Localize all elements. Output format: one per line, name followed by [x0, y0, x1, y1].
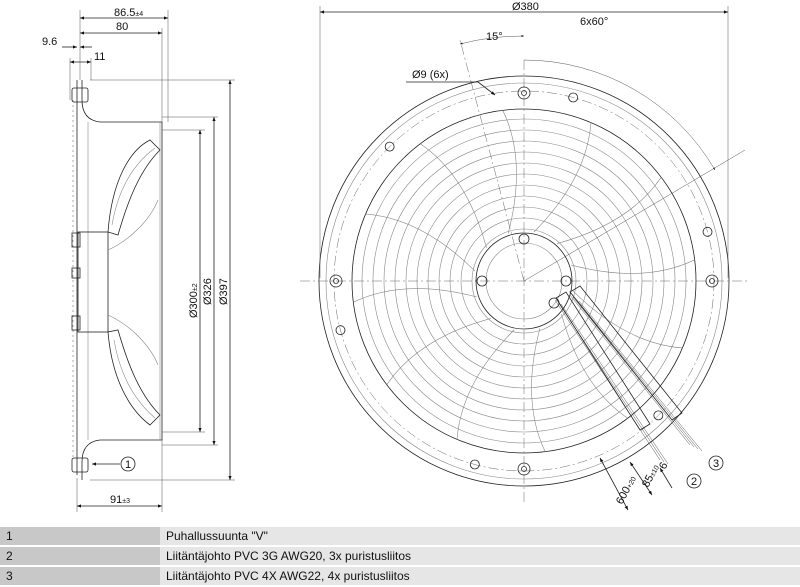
dim-cable-short: 85±10: [640, 463, 662, 490]
guard-screw-center: [709, 278, 715, 284]
mounting-hole: [568, 92, 579, 103]
motor-hub-inner: [485, 242, 563, 320]
guard-spoke: [420, 143, 487, 248]
dim-offset: 11: [94, 51, 105, 63]
mounting-hole: [335, 325, 346, 336]
cable-3: [578, 300, 703, 452]
dim-depth: 80: [116, 21, 128, 33]
guard-spoke: [533, 122, 592, 233]
guard-screw-center: [521, 90, 527, 96]
mounting-hole: [653, 410, 664, 421]
cable-3: [575, 298, 699, 450]
hub-screw: [518, 233, 530, 245]
guard-spoke: [571, 259, 695, 274]
guard-spoke: [561, 314, 628, 419]
mounting-hole: [702, 226, 713, 237]
guard-spoke: [365, 213, 476, 272]
callout-1: 1: [125, 459, 131, 471]
guard-spoke: [456, 329, 515, 440]
guard-screw: [329, 274, 343, 288]
motor-hub: [475, 232, 573, 330]
dim-hole: Ø9 (6x): [412, 69, 449, 81]
dim-flange: 9.6: [42, 36, 57, 48]
guard-spoke: [353, 288, 477, 303]
dim-strip: 6: [657, 460, 670, 471]
dim-angle: 15°: [486, 31, 503, 43]
guard-spoke: [502, 110, 517, 234]
dim-d397: Ø397: [218, 278, 230, 305]
hub-screw: [560, 275, 572, 287]
dim-d380: Ø380: [512, 1, 539, 13]
dim-bottom: 91±3: [110, 494, 130, 506]
dim-d326: Ø326: [202, 278, 214, 305]
dim-overall-depth: 86.5±4: [114, 7, 143, 19]
guard-screw: [517, 462, 531, 476]
dim-d300: Ø300±2: [188, 283, 200, 318]
guard-screw: [517, 86, 531, 100]
cable-sheath-3: [569, 285, 683, 421]
hub-screw: [548, 297, 560, 309]
front-view: Ø380 6x60° 15° Ø9 (6x) 600+20 85±10 6 2 …: [300, 1, 750, 511]
technical-drawing: 86.5±4 80 9.6 11 Ø300±2 Ø326 Ø397 91±3 1: [42, 1, 750, 512]
guard-screw: [705, 274, 719, 288]
guard-spoke: [531, 328, 546, 452]
mounting-hole: [469, 459, 480, 470]
cable-2: [554, 299, 661, 461]
guard-screw-center: [521, 466, 527, 472]
hub-screw: [476, 275, 488, 287]
side-view: 86.5±4 80 9.6 11 Ø300±2 Ø326 Ø397 91±3 1: [42, 7, 235, 512]
cable-3: [569, 294, 691, 446]
guard-spoke: [557, 177, 662, 244]
cable-2: [560, 303, 669, 465]
guard-spoke: [572, 290, 683, 349]
guard-spoke: [386, 318, 491, 385]
dim-holes-angle: 6x60°: [580, 16, 608, 28]
mounting-hole: [384, 141, 395, 152]
callout-2: 2: [691, 476, 697, 488]
guard-screw-center: [333, 278, 339, 284]
cable-sheath-2: [555, 291, 651, 431]
callout-3: 3: [713, 458, 719, 470]
